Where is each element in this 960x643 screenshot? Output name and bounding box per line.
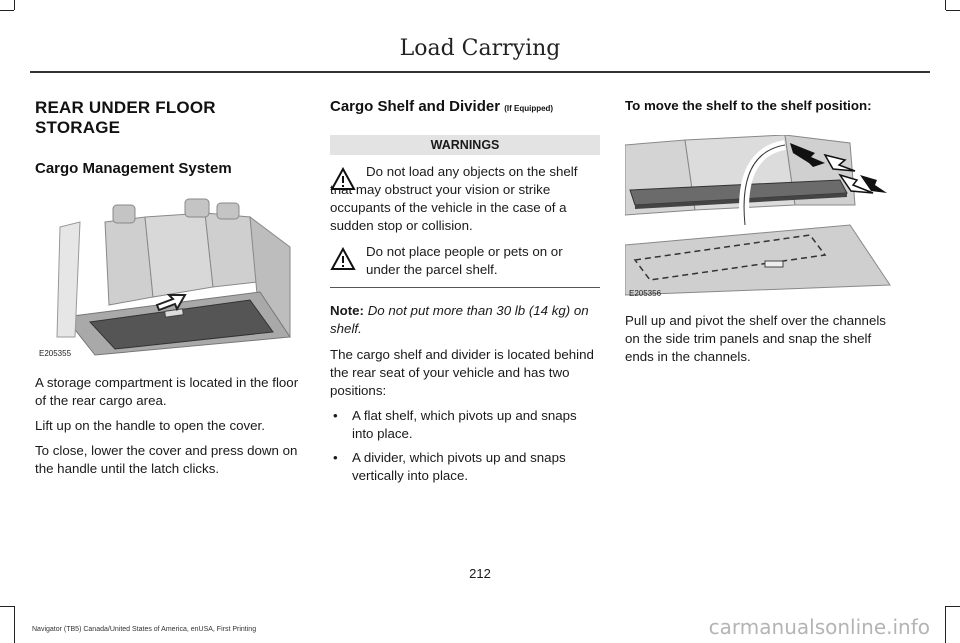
subsection-title: Cargo Shelf and Divider (If Equipped): [330, 98, 600, 115]
bullet-icon: •: [333, 450, 338, 465]
watermark: carmanualsonline.info: [708, 615, 930, 639]
paragraph: To close, lower the cover and press down…: [35, 443, 298, 476]
list-item-text: A flat shelf, which pivots up and snaps …: [352, 408, 577, 441]
warning-triangle-icon: [330, 167, 356, 190]
crop-mark: [945, 0, 946, 10]
paragraph: The cargo shelf and divider is located b…: [330, 347, 594, 398]
paragraph: Lift up on the handle to open the cover.: [35, 418, 265, 433]
subsection-suffix: (If Equipped): [504, 104, 554, 113]
warning-triangle-icon: [330, 247, 356, 270]
warning-item: Do not load any objects on the shelf tha…: [330, 163, 600, 235]
right-column: To move the shelf to the shelf position:: [625, 98, 895, 366]
cargo-floor-storage-illustration: [35, 187, 305, 360]
crop-mark: [14, 606, 15, 643]
paragraph: Pull up and pivot the shelf over the cha…: [625, 313, 886, 364]
instruction-heading: To move the shelf to the shelf position:: [625, 98, 872, 113]
list-item-text: A divider, which pivots up and snaps ver…: [352, 450, 566, 483]
page-number: 212: [469, 566, 491, 581]
warnings-header: WARNINGS: [330, 135, 600, 155]
bullet-icon: •: [333, 408, 338, 423]
subsection-title: Cargo Management System: [35, 160, 232, 177]
figure-label: E205356: [629, 289, 662, 298]
list-item: • A flat shelf, which pivots up and snaps…: [330, 407, 600, 443]
header-divider: [30, 71, 930, 73]
crop-mark: [945, 606, 946, 643]
shelf-position-illustration: E205356: [625, 135, 895, 300]
cargo-area-illustration: E205355: [35, 187, 305, 360]
section-title: REAR UNDER FLOOR STORAGE: [35, 98, 216, 137]
crop-mark: [0, 10, 14, 11]
crop-mark: [946, 606, 960, 607]
warnings-divider: [330, 287, 600, 288]
note-label: Note:: [330, 303, 364, 318]
figure-label: E205355: [39, 349, 72, 358]
warning-text: Do not place people or pets on or under …: [366, 244, 563, 277]
middle-column: Cargo Shelf and Divider (If Equipped) WA…: [330, 98, 600, 491]
bullet-list: • A flat shelf, which pivots up and snaps…: [330, 407, 600, 485]
cargo-shelf-illustration: [625, 135, 895, 300]
subsection-title-text: Cargo Shelf and Divider: [330, 98, 501, 115]
list-item: • A divider, which pivots up and snaps ve…: [330, 449, 600, 485]
page-title: Load Carrying: [399, 36, 561, 61]
note-text: Do not put more than 30 lb (14 kg) on sh…: [330, 303, 589, 336]
crop-mark: [946, 10, 960, 11]
crop-mark: [0, 606, 14, 607]
publication-info: Navigator (TB5) Canada/United States of …: [32, 626, 257, 633]
crop-mark: [14, 0, 15, 10]
warning-item: Do not place people or pets on or under …: [330, 243, 600, 279]
paragraph: A storage compartment is located in the …: [35, 375, 299, 408]
warning-text: Do not load any objects on the shelf tha…: [330, 164, 578, 233]
note: Note: Do not put more than 30 lb (14 kg)…: [330, 302, 600, 338]
left-column: REAR UNDER FLOOR STORAGE Cargo Managemen…: [35, 98, 305, 478]
